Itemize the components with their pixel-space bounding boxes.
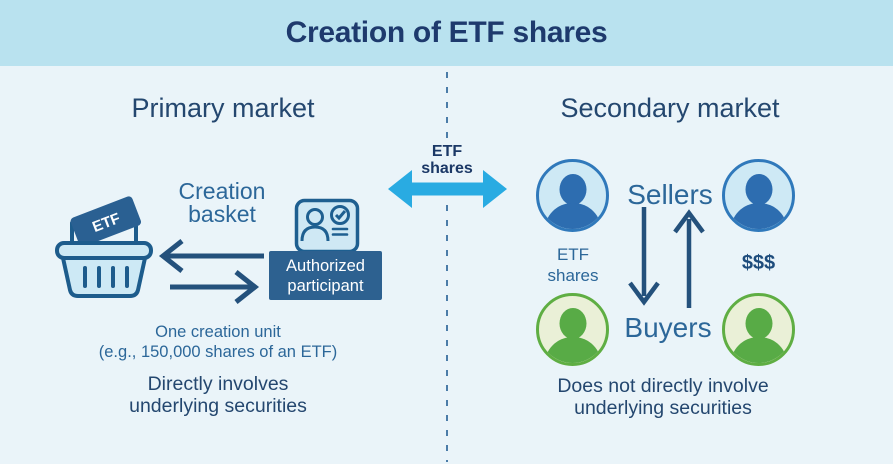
basket-icon: ETF: [55, 196, 153, 298]
creation-exchange-arrows: [158, 239, 264, 304]
header-banner: Creation of ETF shares: [0, 0, 893, 66]
secondary-market-note: Does not directly involve underlying sec…: [557, 375, 769, 419]
person-icon: [539, 296, 606, 363]
page-title: Creation of ETF shares: [285, 16, 608, 49]
seller-avatar-left: [536, 159, 609, 232]
seller-buyer-arrows: [628, 207, 705, 308]
primary-market-note: Directly involves underlying securities: [129, 373, 307, 417]
creation-unit-note: One creation unit (e.g., 150,000 shares …: [98, 323, 338, 361]
seller-avatar-right: [722, 159, 795, 232]
secondary-market-heading: Secondary market: [560, 93, 780, 123]
buyer-avatar-right: [722, 293, 795, 366]
money-label: $$$: [741, 252, 776, 274]
person-icon: [725, 162, 792, 229]
person-icon: [725, 296, 792, 363]
authorized-participant-box: Authorized participant: [269, 251, 382, 300]
buyers-label: Buyers: [624, 312, 712, 343]
etf-shares-double-arrow: [388, 170, 507, 208]
etf-shares-label: ETF shares: [547, 245, 599, 285]
primary-market-heading: Primary market: [131, 93, 315, 123]
creation-basket-label: Creation basket: [178, 178, 266, 227]
buyer-avatar-left: [536, 293, 609, 366]
id-card-icon: [294, 198, 360, 254]
etf-shares-flow-label: ETF shares: [421, 143, 473, 177]
person-icon: [539, 162, 606, 229]
etf-tag: ETF: [70, 196, 142, 247]
sellers-label: Sellers: [627, 179, 713, 210]
